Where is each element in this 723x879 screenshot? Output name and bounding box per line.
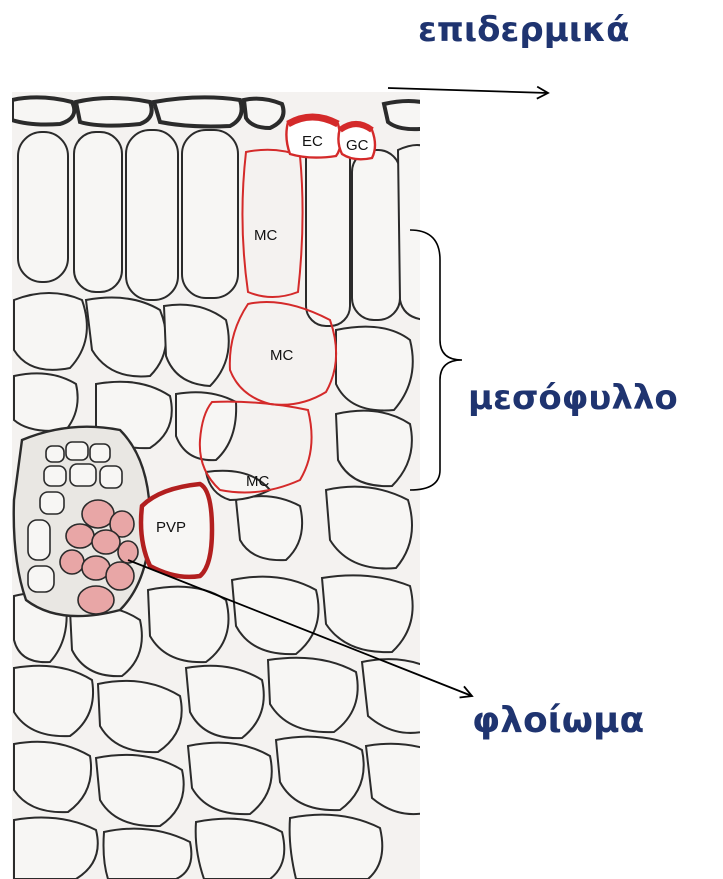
vascular-bundle: [14, 427, 150, 616]
mc-label-1: MC: [254, 227, 277, 244]
gc-label: GC: [346, 137, 369, 154]
pvp-label: PVP: [156, 519, 186, 536]
mc-label-3: MC: [246, 473, 269, 490]
mc-label-2: MC: [270, 347, 293, 364]
mesophyll-label: μεσόφυλλο: [468, 378, 678, 418]
ec-label: EC: [302, 133, 323, 150]
phloem-label: φλοίωμα: [472, 700, 644, 741]
epidermis-label: επιδερμικά: [418, 10, 629, 50]
